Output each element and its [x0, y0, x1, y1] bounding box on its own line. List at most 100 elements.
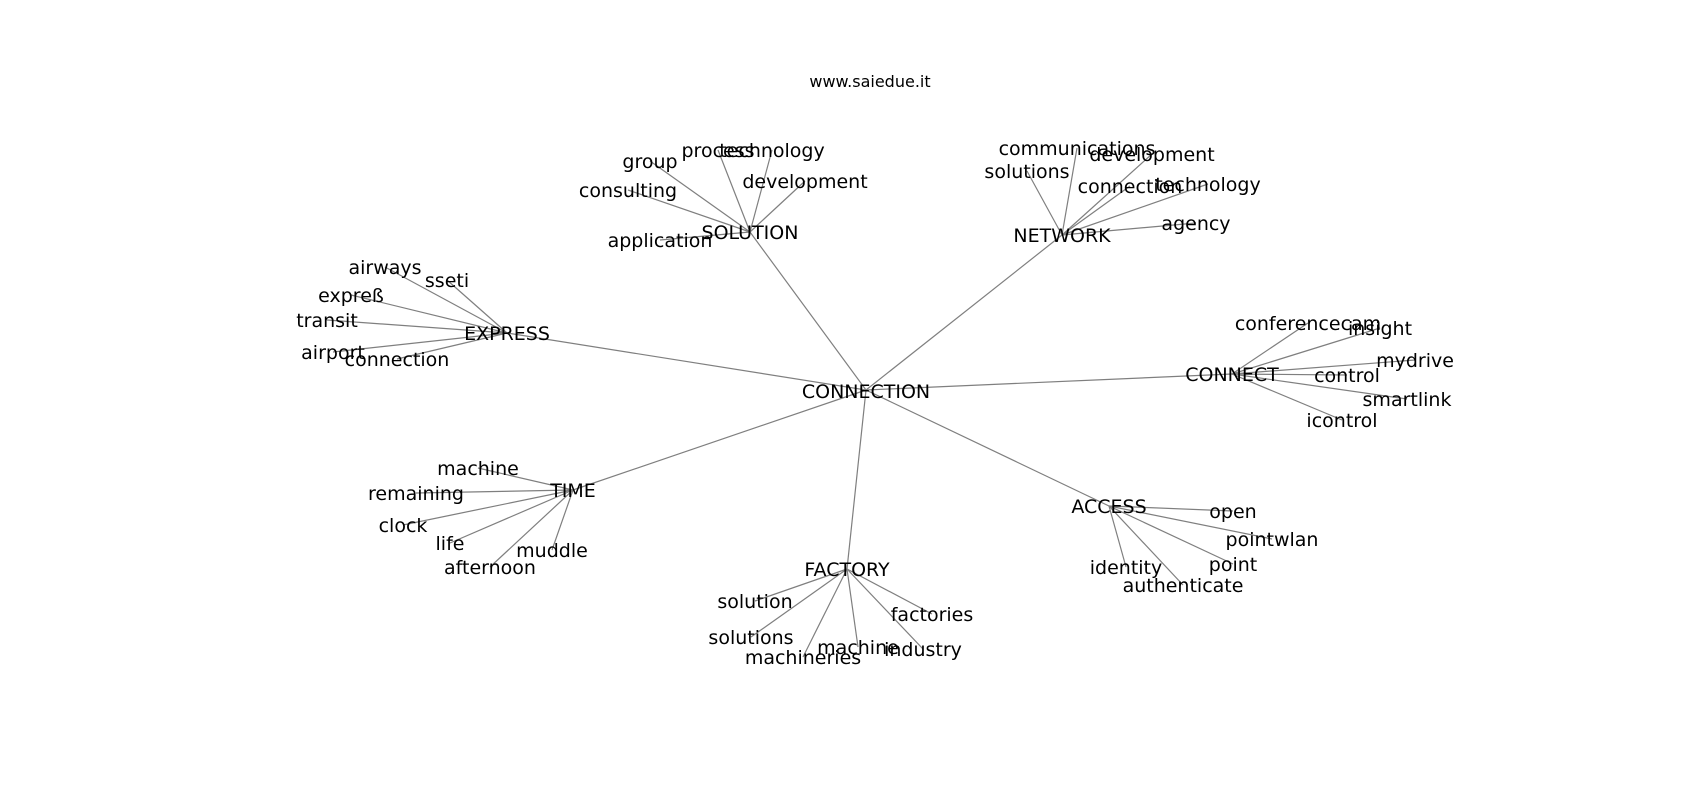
edge-express-leaf	[332, 332, 508, 353]
hub-node-network: NETWORK	[1013, 225, 1111, 247]
diagram-title: www.saiedue.it	[809, 72, 930, 91]
leaf-node-network: connection	[1078, 176, 1183, 198]
edge-factory-leaf	[846, 568, 933, 615]
leaf-node-time: life	[436, 533, 465, 555]
edges	[326, 147, 1416, 658]
edge-solution-leaf	[749, 180, 806, 233]
leaf-node-factory: solution	[717, 591, 792, 613]
leaf-node-connect: conferencecam	[1235, 313, 1381, 335]
leaf-node-connect: icontrol	[1306, 410, 1377, 432]
edge-network-leaf	[1061, 147, 1078, 236]
leaf-node-solution: process	[681, 140, 754, 162]
edge-access-leaf	[1108, 505, 1127, 568]
edge-connect-leaf	[1231, 373, 1348, 376]
edge-center-connect	[865, 373, 1233, 391]
edge-connect-leaf	[1231, 359, 1416, 375]
hub-node-express: EXPRESS	[464, 323, 550, 345]
edge-factory-leaf	[846, 568, 924, 650]
leaf-node-time: muddle	[516, 540, 588, 562]
edge-express-leaf	[446, 279, 508, 334]
edge-connect-leaf	[1231, 373, 1408, 400]
leaf-node-express: connection	[345, 349, 450, 371]
leaf-node-factory: machineries	[745, 647, 861, 669]
leaf-node-solution: consulting	[579, 180, 677, 202]
edge-time-leaf	[402, 489, 574, 526]
edge-network-leaf	[1061, 222, 1197, 236]
leaf-node-access: authenticate	[1123, 575, 1244, 597]
leaf-node-express: expreß	[318, 285, 384, 307]
leaf-node-connect: smartlink	[1363, 389, 1452, 411]
leaf-node-factory: solutions	[708, 627, 793, 649]
edge-time-leaf	[449, 489, 574, 544]
leaf-node-access: open	[1209, 501, 1256, 523]
leaf-node-network: development	[1089, 144, 1214, 166]
edge-solution-leaf	[649, 160, 751, 233]
leaf-node-access: pointwlan	[1226, 529, 1319, 551]
leaf-node-connect: insight	[1348, 318, 1412, 340]
nodes: processtechnologygroupdevelopmentconsult…	[296, 138, 1454, 669]
edge-center-network	[865, 234, 1063, 391]
edge-factory-leaf	[754, 568, 848, 602]
edge-connect-leaf	[1231, 322, 1309, 375]
edge-access-leaf	[1108, 505, 1184, 586]
leaf-node-express: airways	[348, 257, 421, 279]
edge-solution-leaf	[749, 149, 773, 233]
edge-solution-leaf	[717, 149, 751, 233]
leaf-node-time: afternoon	[444, 557, 536, 579]
edge-access-leaf	[1108, 505, 1234, 512]
hub-node-time: TIME	[549, 480, 596, 502]
edge-center-express	[506, 332, 867, 391]
hub-node-connect: CONNECT	[1185, 364, 1279, 386]
leaf-node-solution: application	[608, 230, 713, 252]
edge-solution-leaf	[627, 189, 751, 233]
edge-express-leaf	[384, 266, 508, 334]
edge-center-solution	[749, 231, 867, 391]
leaf-node-factory: factories	[891, 604, 974, 626]
leaf-node-solution: technology	[719, 140, 825, 162]
leaf-node-time: clock	[379, 515, 428, 537]
hub-node-solution: SOLUTION	[702, 222, 799, 244]
leaf-node-factory: industry	[884, 639, 962, 661]
hub-node-access: ACCESS	[1071, 496, 1146, 518]
leaf-node-time: machine	[437, 458, 519, 480]
edge-time-leaf	[415, 489, 574, 494]
edge-center-access	[865, 389, 1110, 507]
leaf-node-express: transit	[296, 310, 358, 332]
edge-center-time	[572, 389, 867, 491]
leaf-node-time: remaining	[368, 483, 464, 505]
edge-network-leaf	[1061, 185, 1131, 236]
edge-center-factory	[846, 389, 867, 570]
edge-express-leaf	[326, 319, 508, 334]
leaf-node-network: communications	[999, 138, 1156, 160]
leaf-node-solution: group	[622, 151, 677, 173]
edge-access-leaf	[1108, 505, 1234, 565]
edge-access-leaf	[1108, 505, 1273, 540]
edge-connect-leaf	[1231, 327, 1381, 375]
leaf-node-express: airport	[301, 342, 365, 364]
leaf-node-network: agency	[1161, 213, 1230, 235]
leaf-node-connect: mydrive	[1376, 350, 1454, 372]
leaf-node-network: solutions	[984, 161, 1069, 183]
edge-factory-leaf	[802, 568, 848, 658]
edge-solution-leaf	[659, 231, 751, 241]
edge-factory-leaf	[846, 568, 859, 648]
edge-time-leaf	[551, 489, 574, 551]
edge-express-leaf	[396, 332, 508, 360]
leaf-node-access: point	[1209, 554, 1257, 576]
edge-time-leaf	[477, 467, 574, 491]
leaf-node-express: sseti	[425, 270, 469, 292]
edge-network-leaf	[1061, 153, 1153, 236]
edge-factory-leaf	[750, 568, 848, 638]
edge-express-leaf	[350, 294, 508, 334]
leaf-node-access: identity	[1090, 557, 1163, 579]
edge-time-leaf	[489, 489, 574, 568]
edge-connect-leaf	[1231, 373, 1343, 421]
leaf-node-factory: machine	[817, 637, 899, 659]
leaf-node-network: technology	[1155, 174, 1261, 196]
hub-node-factory: FACTORY	[804, 559, 890, 581]
leaf-node-solution: development	[742, 171, 867, 193]
edge-network-leaf	[1061, 183, 1209, 236]
leaf-node-connect: control	[1314, 365, 1380, 387]
center-node-label: CONNECTION	[802, 381, 930, 403]
